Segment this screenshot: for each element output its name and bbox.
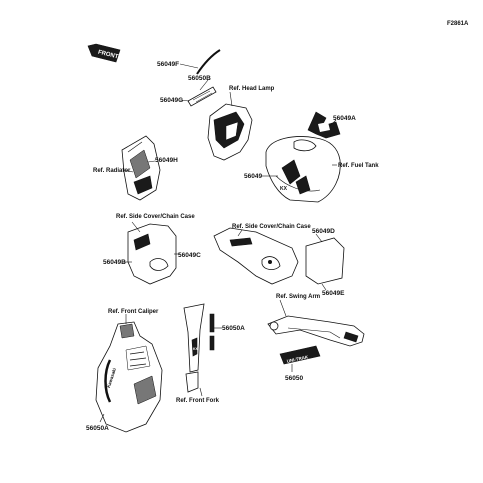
head-lamp-cover: Ref. Head Lamp [207,86,275,161]
part-code-56049e: 56049E [322,290,345,297]
ref-side-cover-left: Ref. Side Cover/Chain Case [116,214,195,220]
part-code-56050: 56050 [285,375,303,382]
front-arrow-text: FRONT [97,50,119,61]
ref-head-lamp: Ref. Head Lamp [229,86,275,92]
fuel-tank-decal-text: KX [280,186,288,192]
caliper-decal-text: Kawasaki [106,367,117,388]
side-cover-left: Ref. Side Cover/Chain Case 56049C 56049B [103,214,201,285]
part-code-56049h: 56049H [155,157,178,164]
ref-front-fork: Ref. Front Fork [176,398,220,404]
swingarm-decal-56050: UNI-TRAK 56050 [279,345,321,382]
part-code-56050b: 56050B [188,75,211,82]
radiator-shroud: 56049H Ref. Radiator [93,135,178,201]
front-arrow-icon: FRONT [87,43,121,63]
part-code-56049a: 56049A [333,115,356,122]
swing-arm: Ref. Swing Arm [267,294,365,347]
part-code-56049c: 56049C [178,252,201,259]
swingarm-decal-text: UNI-TRAK [286,354,309,364]
ref-side-cover-right: Ref. Side Cover/Chain Case [232,224,311,230]
side-number-plate: 56049D 56049E [305,228,345,297]
decal-56050b: 56050B 56049G [160,75,217,107]
ref-radiator: Ref. Radiator [93,168,131,174]
part-code-56049: 56049 [244,173,262,180]
ref-fuel-tank: Ref. Fuel Tank [338,163,379,169]
front-fork-tube: KX 56050A Ref. Front Fork [176,303,245,404]
ref-swing-arm: Ref. Swing Arm [276,294,320,300]
fork-decal-text: KX [193,347,199,351]
part-code-56049g: 56049G [160,97,183,104]
part-code-56050a-caliper: 56050A [86,425,109,432]
fuel-tank: KX Ref. Fuel Tank 56049 [244,136,379,203]
decal-56049a: 56049A [307,111,356,139]
part-code-56049b: 56049B [103,259,126,266]
part-code-56049f: 56049F [157,61,179,68]
ref-front-caliper: Ref. Front Caliper [108,309,159,315]
part-code-56050a-fork: 56050A [222,325,245,332]
part-code-56049d: 56049D [312,228,335,235]
figure-code: F2861A [447,21,469,27]
side-cover-right: Ref. Side Cover/Chain Case [213,224,311,285]
front-caliper-cover: Kawasaki Ref. Front Caliper 56050A [86,309,163,433]
decal-56049f: 56049F [157,49,221,75]
